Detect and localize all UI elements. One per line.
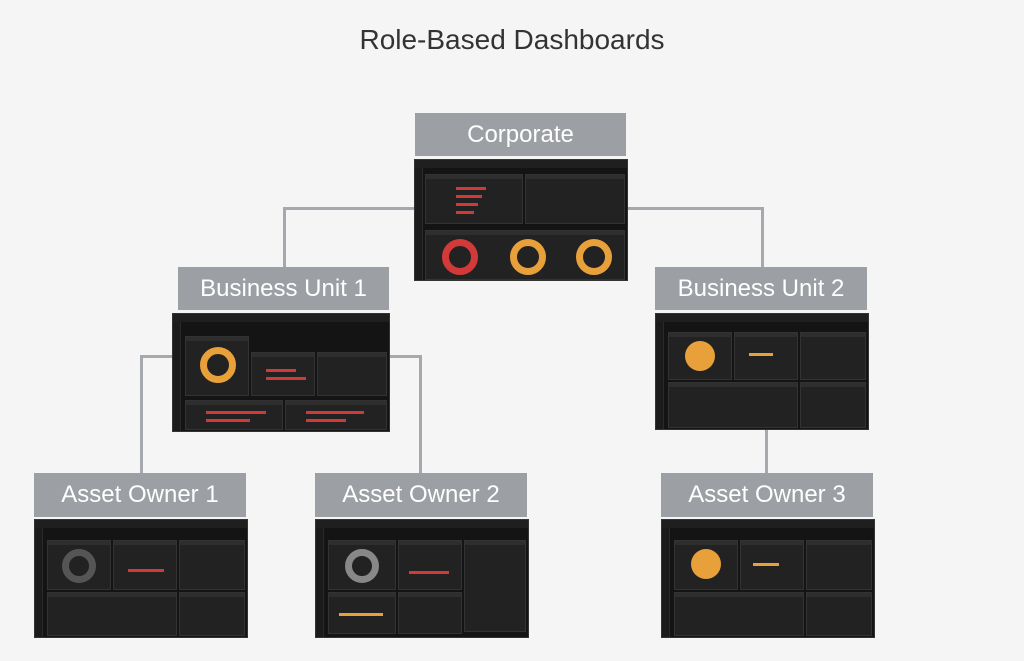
connector-corp-bu2-h — [627, 207, 763, 210]
dashboard-thumbnail-ao2 — [315, 519, 529, 638]
node-label-bu2: Business Unit 2 — [655, 267, 867, 310]
dashboard-thumbnail-ao3 — [661, 519, 875, 638]
node-label-ao2: Asset Owner 2 — [315, 473, 527, 517]
connector-bu1-ao2-v — [419, 355, 422, 473]
node-label-ao1: Asset Owner 1 — [34, 473, 246, 517]
node-label-corporate: Corporate — [415, 113, 626, 156]
connector-bu2-ao3-v — [765, 428, 768, 473]
diagram-title: Role-Based Dashboards — [359, 24, 665, 55]
dashboard-thumbnail-corporate — [414, 159, 628, 281]
node-label-bu1: Business Unit 1 — [178, 267, 389, 310]
connector-corp-bu2-v — [761, 207, 764, 267]
connector-corp-bu1-v — [283, 207, 286, 267]
dashboard-thumbnail-ao1 — [34, 519, 248, 638]
connector-bu1-ao1-h — [140, 355, 178, 358]
connector-bu1-ao2-h — [389, 355, 422, 358]
dashboard-thumbnail-bu2 — [655, 313, 869, 430]
connector-corp-bu1-h — [283, 207, 415, 210]
dashboard-thumbnail-bu1 — [172, 313, 390, 432]
node-label-ao3: Asset Owner 3 — [661, 473, 873, 517]
connector-bu1-ao1-v — [140, 355, 143, 473]
